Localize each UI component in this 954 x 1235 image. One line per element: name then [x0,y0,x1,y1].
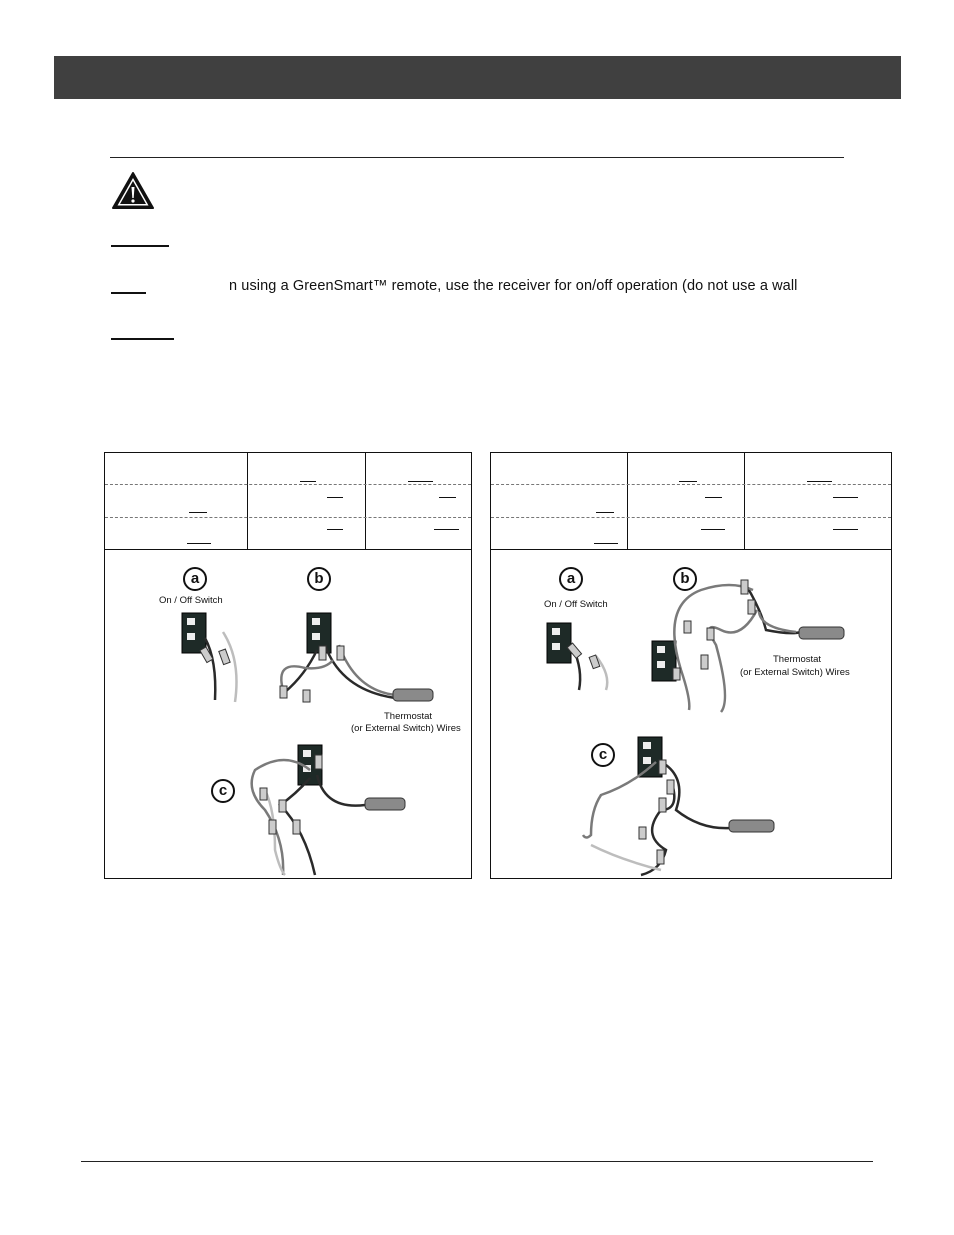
right-wiring-diagram [491,550,891,883]
thermostat-wires-label: (or External Switch) Wires [351,723,461,734]
thermostat-label: Thermostat [773,654,822,665]
remote-note-text: n using a GreenSmart™ remote, use the re… [229,278,798,294]
on-off-switch-label: On / Off Switch [159,595,223,606]
diagram-marker-b: b [673,567,697,591]
left-wiring-diagram [105,550,471,883]
note-label-underline-3 [111,338,174,340]
on-off-switch-label: On / Off Switch [544,599,608,610]
wiring-figure-right: a b c On / Off Switch Thermostat (or Ext… [490,452,892,879]
thermostat-wires-label: (or External Switch) Wires [740,667,850,678]
diagram-marker-b: b [307,567,331,591]
warning-triangle-icon [111,171,155,211]
thermostat-label: Thermostat [384,711,433,722]
section-header-bar [54,56,901,99]
footer-divider [81,1161,873,1162]
diagram-marker-a: a [559,567,583,591]
diagram-marker-c: c [591,743,615,767]
note-label-underline-1 [111,245,169,247]
note-label-underline-2 [111,292,146,294]
wiring-figure-left: a b c On / Off Switch Thermostat (or Ext… [104,452,472,879]
diagram-marker-a: a [183,567,207,591]
diagram-marker-c: c [211,779,235,803]
section-divider [110,157,844,158]
